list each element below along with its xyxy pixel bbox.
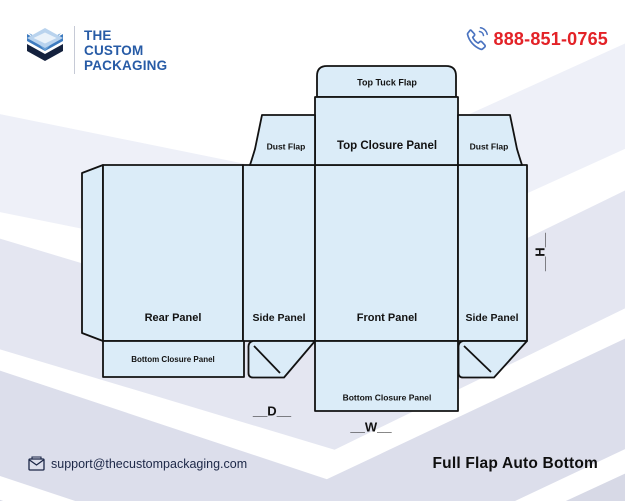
- logo-wordmark: THE CUSTOM PACKAGING: [84, 28, 167, 73]
- bottom-closure-rear-label: Bottom Closure Panel: [131, 355, 215, 364]
- dust-flap-left-shape: [249, 114, 316, 166]
- logo-layer-top-face: [33, 32, 57, 44]
- product-title: Full Flap Auto Bottom: [432, 455, 598, 472]
- front-panel-shape: [314, 164, 459, 342]
- dust-flap-right-label: Dust Flap: [470, 141, 509, 151]
- top-tuck-flap-shape: [316, 65, 457, 98]
- envelope-letter: [31, 456, 42, 459]
- glue-flap-shape: [81, 164, 104, 342]
- logo-layers-icon: [27, 28, 63, 61]
- top-closure-panel-shape: [314, 96, 459, 166]
- phone-number[interactable]: 888-851-0765: [493, 28, 608, 49]
- bottom-closure-front-shape: [314, 340, 459, 412]
- rear-panel-label: Rear Panel: [145, 312, 202, 324]
- logo[interactable]: THE CUSTOM PACKAGING: [24, 26, 167, 74]
- dust-flap-left-label: Dust Flap: [267, 141, 306, 151]
- phone-handset: [466, 29, 486, 51]
- auto-bottom-flap-right-shape: [457, 340, 528, 379]
- fold-line-right: [463, 345, 492, 373]
- top-tuck-flap-label: Top Tuck Flap: [357, 77, 417, 87]
- dimension-depth-label: __D__: [252, 403, 292, 418]
- top-closure-panel-label: Top Closure Panel: [337, 140, 437, 152]
- phone-contact[interactable]: 888-851-0765: [464, 26, 609, 52]
- email-icon: [28, 456, 45, 471]
- phone-icon: [466, 27, 488, 51]
- envelope-flap: [29, 459, 44, 466]
- logo-line-3: PACKAGING: [84, 57, 168, 73]
- dimension-height-label: __H__: [532, 232, 547, 272]
- email-contact[interactable]: support@thecustompackaging.com: [28, 456, 247, 471]
- side-panel-left-shape: [242, 164, 316, 342]
- logo-line-2: CUSTOM: [84, 42, 144, 58]
- envelope-body: [28, 458, 45, 471]
- side-panel-left-label: Side Panel: [252, 312, 305, 324]
- side-panel-right-shape: [457, 164, 528, 342]
- dimension-width-label: __W__: [349, 419, 392, 434]
- side-panel-right-label: Side Panel: [465, 312, 518, 324]
- logo-line-1: THE: [84, 27, 112, 43]
- bottom-closure-rear-shape: [102, 340, 245, 378]
- phone-wave-small: [478, 30, 484, 37]
- rear-panel-shape: [102, 164, 244, 342]
- phone-wave-large: [479, 27, 488, 36]
- logo-layer-bottom: [27, 44, 63, 61]
- front-panel-label: Front Panel: [357, 312, 418, 324]
- bottom-closure-front-label: Bottom Closure Panel: [343, 392, 432, 402]
- logo-divider: [74, 26, 75, 74]
- dust-flap-right-shape: [457, 114, 523, 166]
- fold-line-left: [253, 345, 281, 374]
- email-address[interactable]: support@thecustompackaging.com: [51, 456, 248, 471]
- auto-bottom-flap-left-shape: [247, 340, 316, 379]
